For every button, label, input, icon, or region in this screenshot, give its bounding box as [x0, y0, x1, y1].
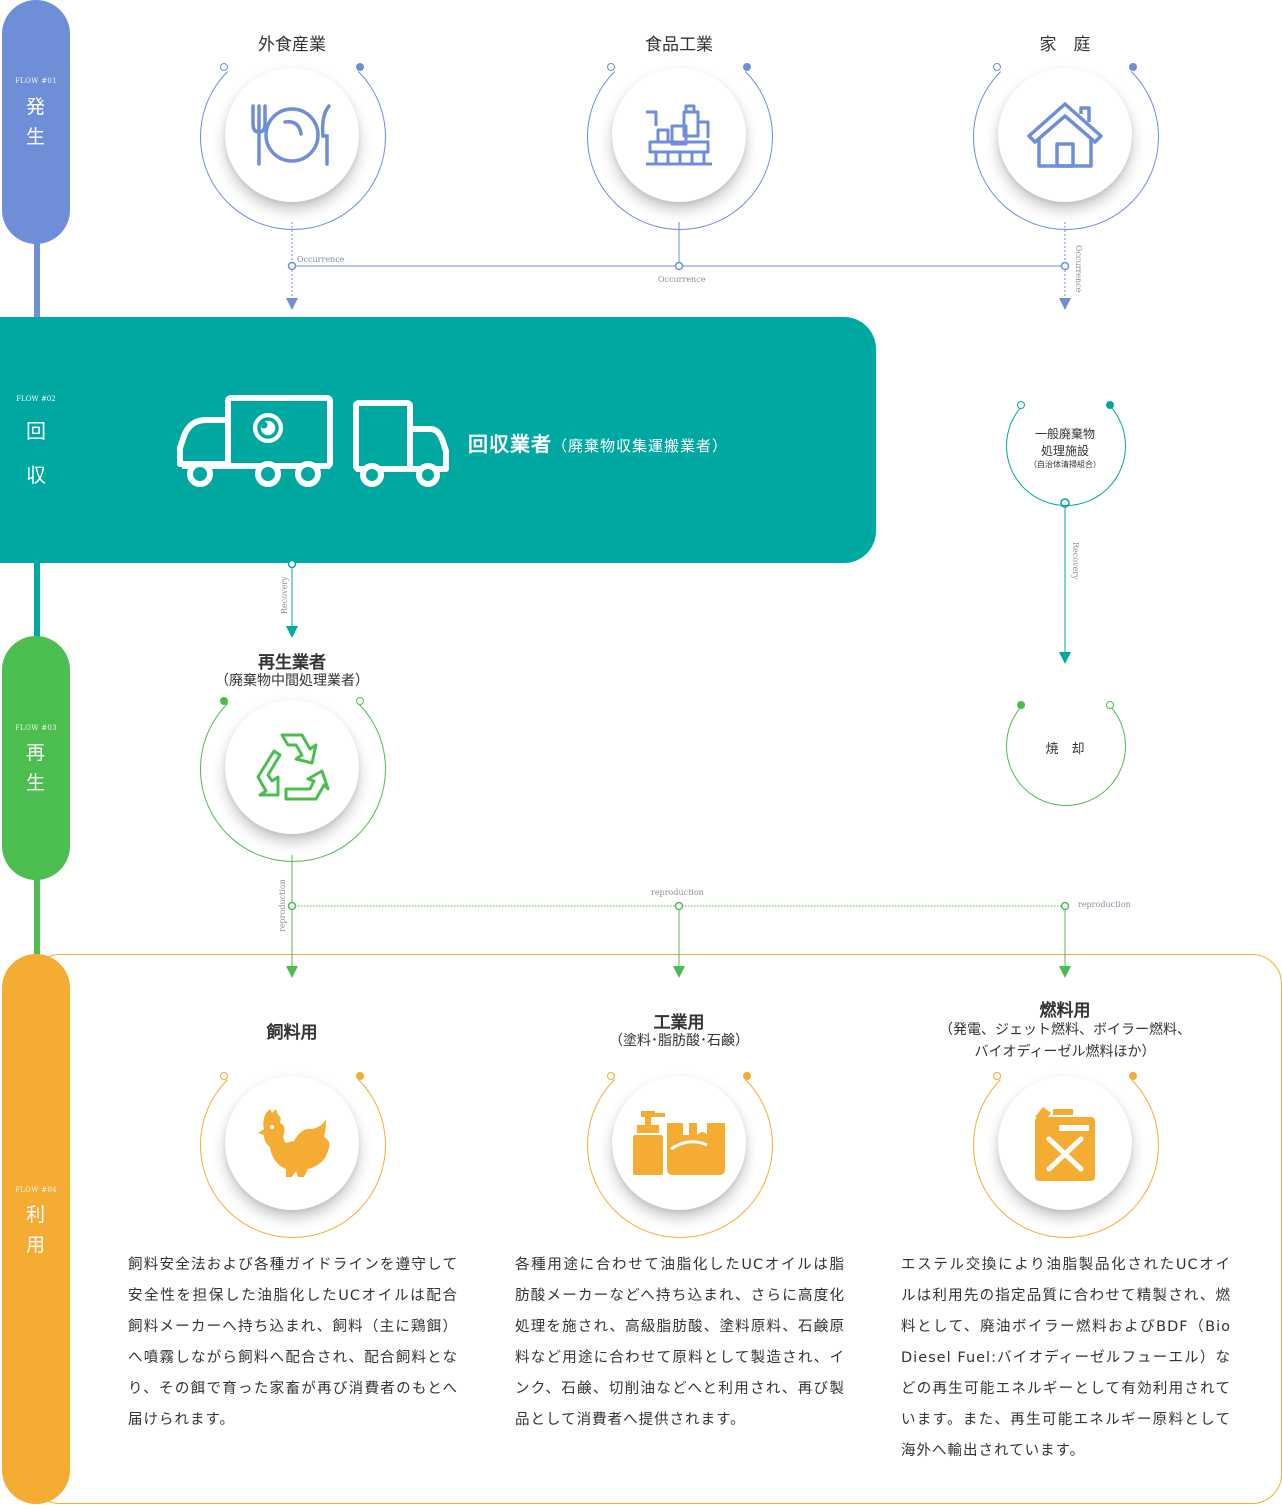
use-description: エステル交換により油脂製品化されたUCオイルは利用先の指定品質に合わせて精製され… — [901, 1257, 1231, 1459]
occurrence-label: Occurrence — [1074, 245, 1083, 293]
use-ring — [200, 1052, 386, 1238]
ring-dot — [220, 1072, 228, 1080]
flow-name: 再 — [25, 742, 46, 764]
flow-name: 回 — [26, 419, 46, 443]
use-ring — [973, 1052, 1159, 1238]
use-description: 飼料安全法および各種ガイドラインを遵守して安全性を担保した油脂化したUCオイルは… — [128, 1257, 458, 1428]
chicken-icon — [258, 1109, 330, 1177]
use-subtitle: （発電、ジェット燃料、ボイラー燃料、 — [939, 1022, 1191, 1038]
collector-name: 回収業者 — [468, 432, 552, 456]
flow-name: 生 — [25, 772, 46, 794]
source-ring — [973, 44, 1159, 230]
factory-icon — [646, 104, 712, 166]
ring-dot — [356, 63, 364, 71]
use-subtitle: （塗料･脂肪酸･石鹸） — [609, 1033, 749, 1049]
ring-dot — [220, 63, 228, 71]
flow-tag: FLOW #01 — [15, 77, 57, 85]
municipal-line-1: 一般廃棄物 — [1034, 427, 1095, 441]
flow-name: 収 — [26, 463, 46, 487]
ring-dot — [356, 1072, 364, 1080]
flow-line-teal — [34, 540, 40, 650]
municipal-line-3: （自治体清掃組合） — [1029, 460, 1101, 469]
recovery-label: Recovery — [280, 576, 289, 614]
municipal-line-2: 処理施設 — [1040, 444, 1089, 458]
ring-dot — [743, 1072, 751, 1080]
ring-dot — [743, 63, 751, 71]
use-ring — [587, 1052, 773, 1238]
flow-line-green — [34, 860, 40, 970]
ring-dot — [220, 697, 228, 705]
reproduction-label: reproduction — [278, 879, 287, 932]
soap-paint-icon — [633, 1111, 725, 1175]
ring-dot — [356, 697, 364, 705]
ring-dot — [1129, 63, 1137, 71]
flow-line-blue — [34, 200, 40, 330]
source-ring — [200, 44, 386, 230]
ring-dot — [1129, 1072, 1137, 1080]
flow-tag: FLOW #02 — [16, 395, 56, 403]
flow-name: 用 — [25, 1234, 46, 1256]
use-description: 各種用途に合わせて油脂化したUCオイルは脂肪酸メーカーなどへ持ち込まれ、さらに高… — [515, 1257, 845, 1428]
flow-tag: FLOW #04 — [15, 1186, 57, 1194]
flow-name: 発 — [25, 96, 46, 118]
reproduction-label: reproduction — [1078, 900, 1131, 909]
flow-tag: FLOW #03 — [15, 724, 57, 732]
use-title: 燃料用 — [1039, 1001, 1091, 1021]
collector-subtitle: （廃棄物収集運搬業者） — [552, 437, 729, 455]
recycle-icon — [256, 733, 330, 801]
collector-title: 回収業者（廃棄物収集運搬業者） — [468, 428, 728, 457]
house-icon — [1027, 102, 1103, 168]
flow-01-generation: FLOW #01 発 生 — [2, 0, 70, 244]
flow-name: 利 — [25, 1204, 46, 1226]
occurrence-label: Occurrence — [297, 255, 345, 264]
use-disc — [998, 1076, 1132, 1210]
tableware-icon — [251, 104, 331, 166]
ring-dot — [607, 63, 615, 71]
use-title: 飼料用 — [266, 1023, 318, 1043]
fuel-can-icon — [1035, 1107, 1095, 1181]
ring-dot — [607, 1072, 615, 1080]
source-disc — [998, 68, 1132, 202]
use-disc — [612, 1076, 746, 1210]
flow-04-usage: FLOW #04 利 用 — [2, 954, 70, 1504]
recycler-ring — [200, 676, 386, 862]
ring-dot — [1106, 401, 1114, 409]
use-title: 工業用 — [653, 1013, 705, 1033]
source-disc — [225, 68, 359, 202]
occurrence-label: Occurrence — [658, 275, 706, 284]
ring-dot — [1017, 701, 1025, 709]
incineration-ring — [1006, 686, 1126, 806]
recycler-disc — [225, 700, 359, 834]
flow-03-regeneration: FLOW #03 再 生 — [2, 636, 70, 880]
recycler-title: 再生業者 — [258, 653, 326, 673]
ring-dot — [993, 63, 1001, 71]
ring-dot — [1017, 401, 1025, 409]
incineration-label: 焼 却 — [1045, 742, 1085, 757]
flow-name: 生 — [25, 126, 46, 148]
use-disc — [225, 1076, 359, 1210]
recovery-label: Recovery — [1071, 542, 1080, 580]
truck-icon — [353, 400, 449, 487]
source-ring — [587, 44, 773, 230]
collection-block: FLOW #02 回 収 回収業者（廃棄物収集運搬業者） — [0, 317, 876, 563]
reproduction-label: reproduction — [651, 888, 704, 897]
source-disc — [612, 68, 746, 202]
municipal-ring — [1006, 386, 1126, 506]
ring-dot — [993, 1072, 1001, 1080]
ring-dot — [1106, 701, 1114, 709]
truck-icon — [177, 395, 333, 487]
